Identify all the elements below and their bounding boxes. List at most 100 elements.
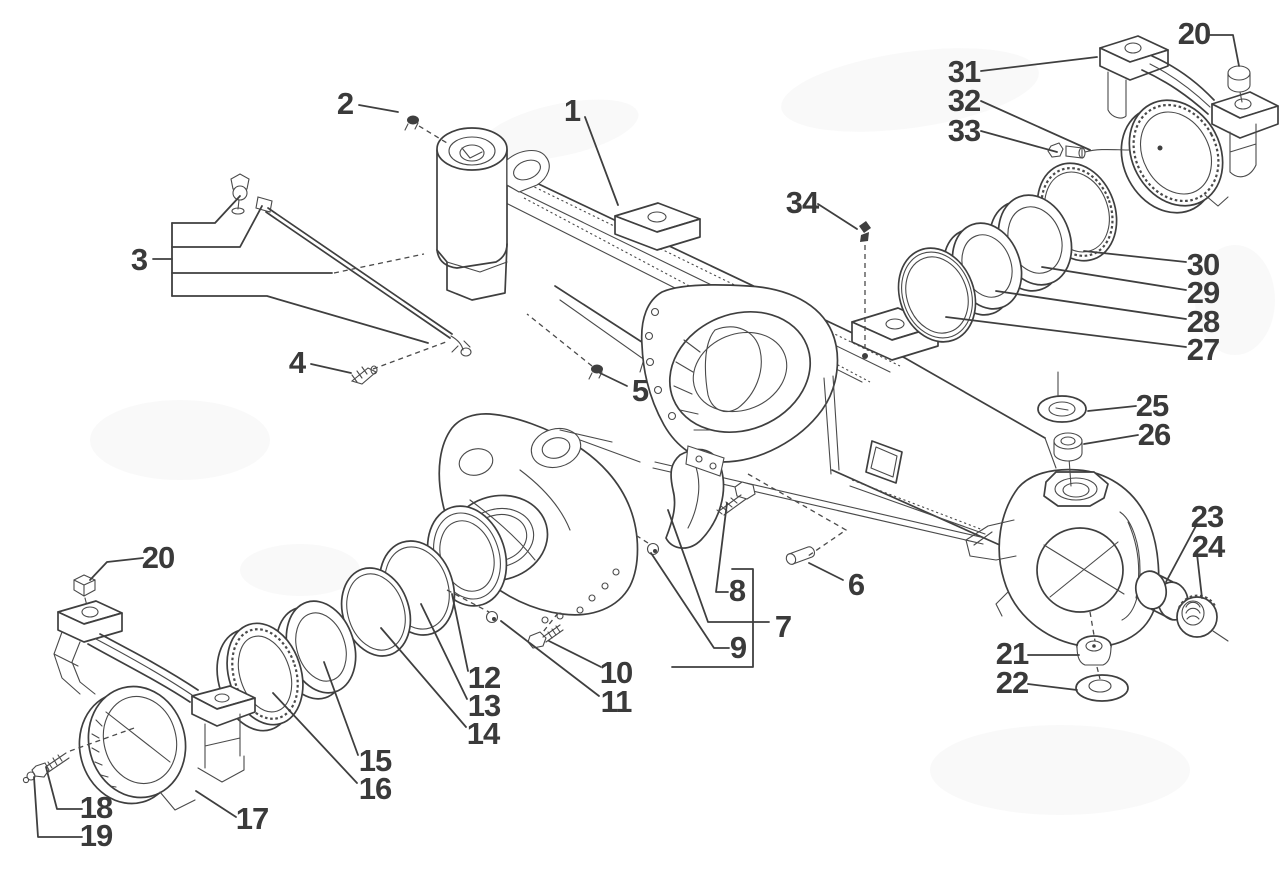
callout-label-17-16: 17: [236, 801, 268, 836]
bushing-26: [1053, 432, 1083, 462]
callout-axis-dash-5: [526, 313, 593, 367]
ball-stud-9: [646, 542, 660, 556]
fitting-4: [350, 365, 378, 385]
callout-label-12-11: 12: [468, 660, 500, 695]
callout-leader-33: [980, 130, 1058, 153]
callout-label-20-20: 20: [1178, 16, 1210, 51]
cap-25: [1037, 371, 1087, 423]
trunnion-bracket: [1047, 35, 1279, 214]
seal-ring-stack-left: [216, 505, 508, 732]
alignment-dashes: [69, 245, 1101, 752]
diff-mount-plate: [640, 284, 840, 475]
breather-assembly-3: [230, 173, 472, 357]
callout-label-3-2: 3: [131, 242, 148, 277]
callout-label-8-7: 8: [729, 573, 746, 608]
callout-leader-23: [1165, 523, 1198, 583]
callout-label-29-29: 29: [1187, 275, 1220, 310]
callout-leader-29: [1041, 266, 1187, 291]
callout-label-4-3: 4: [289, 345, 307, 380]
callout-label-14-13: 14: [467, 716, 501, 751]
callout-label-2-1: 2: [337, 86, 353, 121]
callout-label-1-0: 1: [564, 93, 581, 128]
callout-label-33-33: 33: [948, 113, 981, 148]
callout-axis-dash-4: [372, 341, 447, 370]
callout-label-30-30: 30: [1187, 247, 1219, 282]
callout-leader-14: [380, 627, 467, 728]
seal-ring-stack-right: [897, 162, 1118, 343]
callout-leader-16: [272, 692, 358, 784]
fitting-32-33: [1047, 142, 1131, 159]
callout-leader-27: [945, 316, 1187, 348]
left-knuckle-assembly: [22, 574, 256, 811]
callout-label-6-5: 6: [848, 567, 865, 602]
callout-label-11-10: 11: [601, 684, 633, 719]
callout-leader-2: [358, 104, 399, 113]
right-knuckle-group: [965, 371, 1229, 702]
callout-leader-3: [171, 205, 263, 248]
valve-34: [859, 221, 871, 242]
callout-leader-28: [995, 290, 1187, 320]
callout-leader-17: [195, 790, 237, 818]
callout-leader-5: [599, 372, 628, 387]
callout-label-24-24: 24: [1192, 529, 1226, 564]
knuckle-ring-17: [78, 685, 196, 811]
callout-leader-6: [808, 562, 844, 581]
callout-leader-34: [817, 203, 858, 230]
callout-leader-15: [323, 661, 359, 756]
beam-id-plate: [865, 440, 903, 484]
callout-leader-19: [33, 776, 83, 838]
callout-leader-26: [1083, 434, 1139, 445]
callout-axis-dash-6: [747, 473, 848, 557]
callouts: 1234567891011121314151617181920202122232…: [33, 16, 1240, 853]
callout-label-18-17: 18: [80, 790, 113, 825]
callout-leader-10: [548, 640, 602, 668]
callout-axis-dash-3: [333, 253, 425, 274]
callout-label-27-27: 27: [1187, 332, 1219, 367]
bolt-18-19: [22, 752, 70, 784]
ball-stud-11: [485, 610, 499, 624]
callout-label-32-32: 32: [948, 83, 980, 118]
callout-label-5-4: 5: [632, 373, 649, 408]
callout-label-31-31: 31: [948, 54, 981, 89]
callout-label-34-34: 34: [786, 185, 820, 220]
beam-mounting-pads: [614, 202, 939, 484]
callout-leader-20: [1209, 34, 1240, 67]
callout-label-9-8: 9: [730, 630, 747, 665]
callout-leader-13: [420, 603, 468, 700]
left-pivot-boss: [436, 127, 550, 301]
cap-21: [1076, 635, 1112, 666]
small-parts: [230, 115, 871, 565]
callout-leader-22: [1027, 683, 1078, 691]
callout-leader-30: [1083, 250, 1187, 263]
ring-14: [340, 567, 412, 657]
washer-22: [1075, 674, 1129, 702]
callout-leader-7: [667, 509, 770, 623]
steering-arm-group: [485, 445, 756, 649]
callout-label-21-21: 21: [996, 636, 1029, 671]
right-knuckle-housing: [998, 468, 1160, 648]
callout-label-19-18: 19: [80, 818, 113, 853]
callout-leader-18: [45, 766, 83, 810]
pin-6: [785, 546, 816, 565]
callout-leader-1: [584, 116, 619, 206]
bolt-8: [716, 481, 756, 516]
callout-label-15-14: 15: [359, 743, 392, 778]
callout-leader-25: [1087, 405, 1137, 412]
callout-leader-24: [1196, 553, 1203, 599]
callout-label-23-23: 23: [1191, 499, 1224, 534]
callout-leader-32: [980, 100, 1091, 151]
callout-label-7-6: 7: [775, 609, 791, 644]
callout-axis-dash-2: [418, 125, 448, 144]
callout-leader-9: [650, 552, 730, 649]
scan-shading: [90, 48, 1275, 815]
callout-label-28-28: 28: [1187, 304, 1220, 339]
callout-leader-7: [671, 568, 754, 668]
callout-label-16-15: 16: [359, 771, 392, 806]
callout-leader-20: [89, 557, 144, 581]
callout-leader-3: [171, 295, 429, 344]
callout-label-26-26: 26: [1138, 417, 1171, 452]
callout-label-20-19: 20: [142, 540, 174, 575]
plug-2: [404, 115, 419, 131]
